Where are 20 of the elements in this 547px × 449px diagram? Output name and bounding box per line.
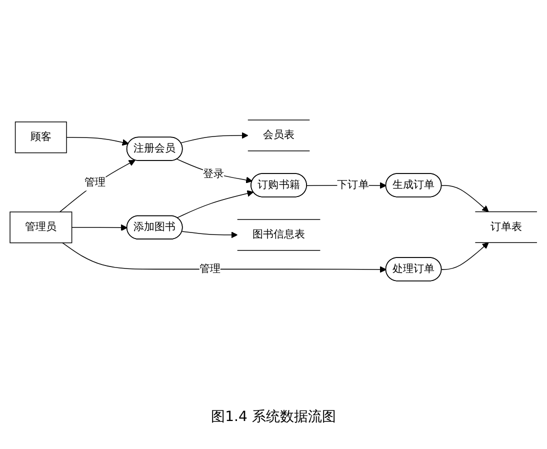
node-text: 图书信息表: [252, 228, 306, 240]
arrow: [59, 160, 136, 212]
arrow: [180, 132, 248, 143]
edge-label: 下订单: [337, 178, 369, 190]
edge-label: 管理: [84, 176, 106, 188]
node-box: 管理员: [10, 211, 72, 243]
arrow: [62, 242, 386, 272]
node-text: 会员表: [262, 128, 295, 141]
node-box: 顾客: [14, 121, 67, 153]
node-text: 订单表: [490, 220, 522, 232]
edge-label: 管理: [199, 262, 220, 274]
edge-label: 登录: [202, 167, 224, 180]
arrow: [176, 190, 254, 218]
arrow: [182, 230, 238, 238]
arrow: [71, 224, 128, 231]
arrow: [441, 184, 489, 212]
arrow: [176, 158, 253, 183]
figure-caption: 图1.4 系统数据流图: [210, 408, 337, 426]
arrow: [441, 242, 489, 270]
arrow: [66, 136, 129, 146]
